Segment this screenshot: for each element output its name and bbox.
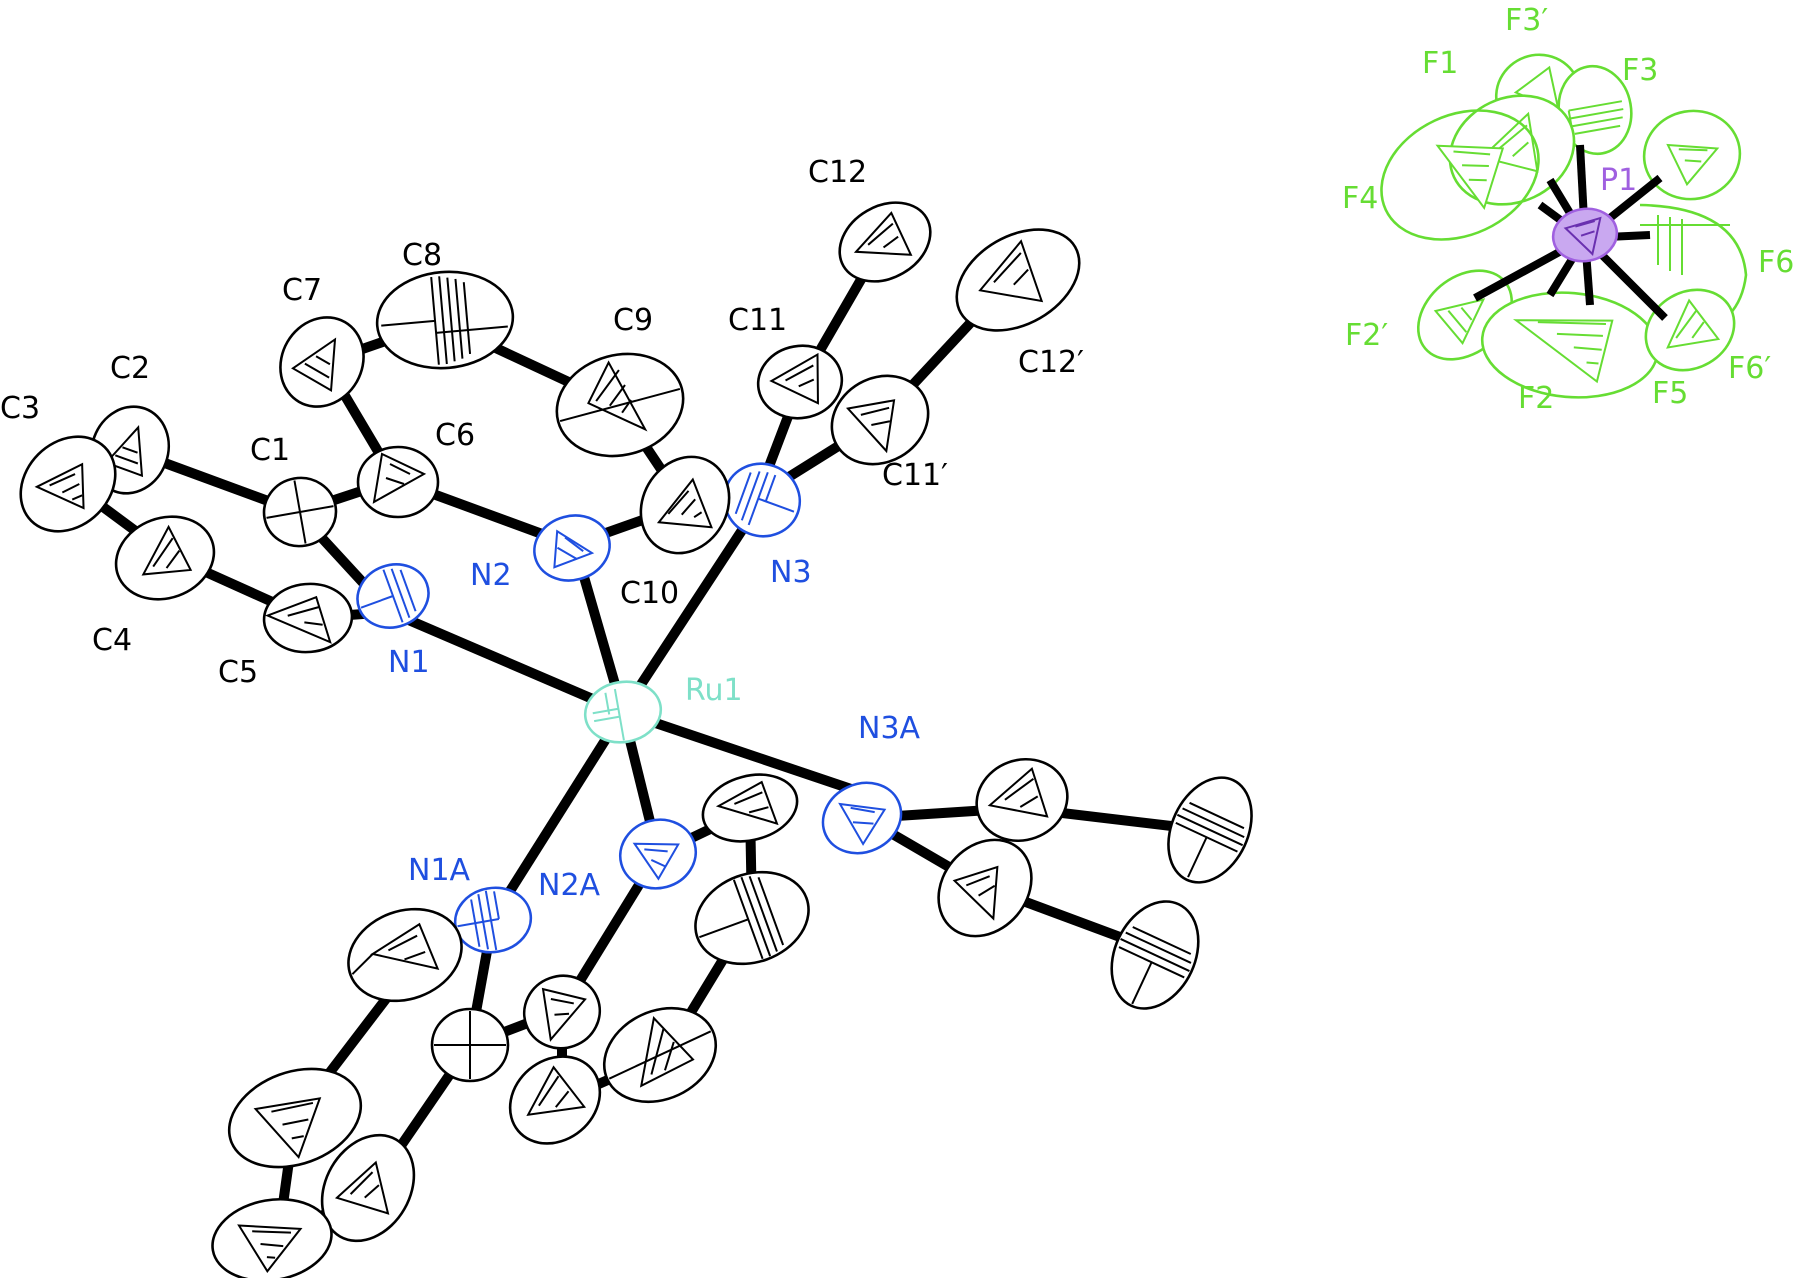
atom-p1 <box>1551 207 1619 263</box>
atom-n1a <box>453 886 533 954</box>
atom-n2 <box>533 514 611 582</box>
atom-c-lower-5 <box>701 773 799 843</box>
atom-c-lower-11 <box>430 1007 510 1083</box>
label-n1: N1 <box>388 645 430 680</box>
label-c5: C5 <box>218 655 258 690</box>
label-c7: C7 <box>282 273 322 308</box>
label-f1: F1 <box>1422 46 1458 81</box>
atom-c-lower-12 <box>227 1067 363 1169</box>
atom-c1 <box>262 476 338 548</box>
label-c11: C11 <box>728 303 787 338</box>
label-n2: N2 <box>470 558 512 593</box>
atoms <box>19 53 1748 1278</box>
label-f2: F2 <box>1518 381 1554 416</box>
label-f6: F6 <box>1758 245 1794 280</box>
label-f3p: F3′ <box>1505 3 1548 38</box>
atom-c7 <box>279 316 365 408</box>
atom-c6 <box>356 445 440 519</box>
atom-c-lower-14 <box>211 1197 333 1278</box>
label-n3: N3 <box>770 555 812 590</box>
label-c9: C9 <box>613 303 653 338</box>
label-c11p: C11′ <box>882 458 948 493</box>
label-p1: P1 <box>1600 163 1637 198</box>
bond-ru1-n1a <box>488 709 628 921</box>
atom-c5 <box>262 582 354 654</box>
label-ru1: Ru1 <box>685 673 743 708</box>
bond-ru1-n3 <box>618 512 757 715</box>
atom-c-lower-10 <box>347 907 463 1003</box>
atom-f4 <box>1380 109 1540 241</box>
atom-n1 <box>356 563 430 629</box>
label-c12p: C12′ <box>1018 345 1084 380</box>
atom-f6 <box>1642 109 1742 201</box>
atom-c-lower-8 <box>508 1055 602 1145</box>
bond-ru1-n1 <box>388 607 625 717</box>
atom-c11 <box>756 344 844 420</box>
atom-c4 <box>114 515 216 601</box>
atom-c-lower-3 <box>1167 776 1253 884</box>
atom-n2a <box>618 818 698 890</box>
label-f3: F3 <box>1622 53 1658 88</box>
label-c10: C10 <box>620 576 679 611</box>
label-n1a: N1A <box>408 853 471 888</box>
label-n2a: N2A <box>538 868 601 903</box>
label-f2p: F2′ <box>1345 318 1388 353</box>
atom-c12p <box>955 228 1081 332</box>
label-c8: C8 <box>402 238 442 273</box>
label-c2: C2 <box>110 351 150 386</box>
atom-c-lower-9 <box>522 974 602 1050</box>
atom-n3 <box>722 462 802 538</box>
atom-c-lower-4 <box>1110 900 1200 1010</box>
label-f4: F4 <box>1342 181 1378 216</box>
atom-c-lower-6 <box>694 870 810 966</box>
atom-c3 <box>19 435 117 533</box>
atom-ru1 <box>583 680 663 744</box>
atom-n3a <box>821 781 903 855</box>
label-c1: C1 <box>250 433 290 468</box>
atom-c9 <box>555 352 685 458</box>
label-c12: C12 <box>808 155 867 190</box>
atom-c12 <box>838 201 932 283</box>
bond-ru1-n3a <box>621 707 862 797</box>
atom-labels: Ru1 N1 N2 N3 N3A N2A N1A C1 C2 C3 C4 C5 … <box>0 3 1794 903</box>
label-n3a: N3A <box>858 711 921 746</box>
atom-c11p <box>830 374 930 466</box>
label-c6: C6 <box>435 418 475 453</box>
atom-c10 <box>639 455 731 555</box>
label-c4: C4 <box>92 623 132 658</box>
atom-c-lower-1 <box>975 757 1069 843</box>
label-f5: F5 <box>1652 376 1688 411</box>
label-c3: C3 <box>0 391 40 426</box>
atom-c-lower-7 <box>602 1006 718 1104</box>
atom-f6p <box>1644 288 1736 372</box>
atom-c-lower-2 <box>937 838 1033 938</box>
pf6-anion <box>1380 53 1748 399</box>
label-f6p: F6′ <box>1728 351 1771 386</box>
atom-c8 <box>375 270 515 370</box>
atom-c-lower-13 <box>320 1133 416 1243</box>
